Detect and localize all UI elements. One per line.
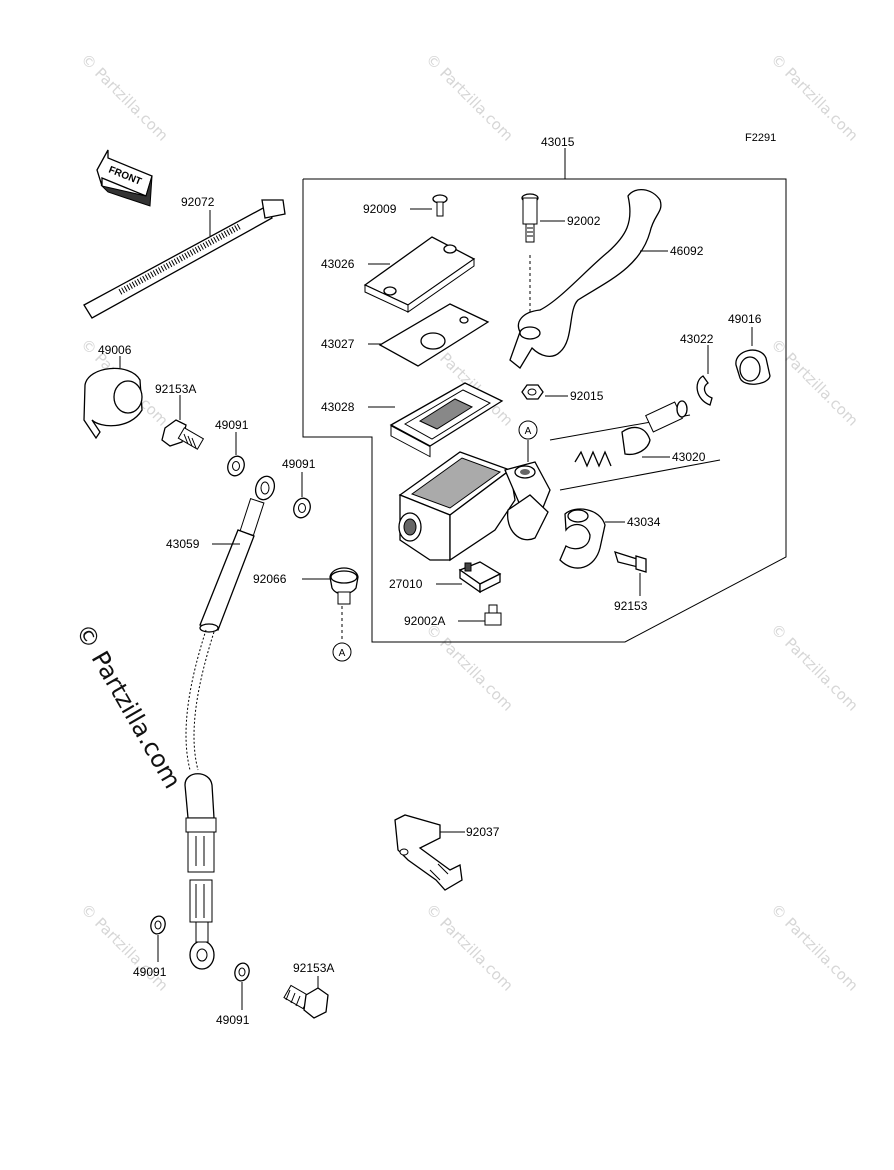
switch-screw xyxy=(458,604,502,626)
label-49091-d[interactable]: 49091 xyxy=(216,1013,250,1027)
label-49091-b[interactable]: 49091 xyxy=(282,457,316,471)
bleeder-cap xyxy=(302,567,359,605)
master-cylinder-assembly-outline xyxy=(302,148,787,643)
label-92015[interactable]: 92015 xyxy=(570,389,604,403)
diaphragm xyxy=(368,382,504,458)
label-43015[interactable]: 43015 xyxy=(541,135,575,149)
clamp-bolt xyxy=(614,551,647,596)
screw-92009 xyxy=(410,194,448,217)
label-92037[interactable]: 92037 xyxy=(466,825,500,839)
label-43027[interactable]: 43027 xyxy=(321,337,355,351)
piston-spring-set xyxy=(549,400,721,491)
label-43022[interactable]: 43022 xyxy=(680,332,714,346)
reservoir-cap xyxy=(363,236,476,313)
label-46092[interactable]: 46092 xyxy=(670,244,704,258)
label-92153A-top[interactable]: 92153A xyxy=(155,382,196,396)
watermark: © Partzilla.com xyxy=(77,50,172,145)
watermark: © Partzilla.com xyxy=(767,620,862,715)
watermark-large: © Partzilla.com xyxy=(70,619,187,793)
label-49091-c[interactable]: 49091 xyxy=(133,965,167,979)
washer-c xyxy=(150,915,166,962)
label-27010[interactable]: 27010 xyxy=(389,577,423,591)
pivot-nut xyxy=(521,384,568,400)
label-49006[interactable]: 49006 xyxy=(98,343,132,357)
watermark: © Partzilla.com xyxy=(422,620,517,715)
dust-boot xyxy=(735,327,771,385)
label-92002[interactable]: 92002 xyxy=(567,214,601,228)
banjo-cover xyxy=(83,356,143,440)
label-43059[interactable]: 43059 xyxy=(166,537,200,551)
hose-bracket xyxy=(394,814,465,891)
label-49016[interactable]: 49016 xyxy=(728,312,762,326)
label-49091-a[interactable]: 49091 xyxy=(215,418,249,432)
label-92002A[interactable]: 92002A xyxy=(404,614,445,628)
master-cylinder-body xyxy=(398,440,551,562)
label-43026[interactable]: 43026 xyxy=(321,257,355,271)
figure-code: F2291 xyxy=(745,132,776,144)
brake-light-switch xyxy=(436,561,502,594)
watermark: © Partzilla.com xyxy=(767,335,862,430)
cable-tie xyxy=(83,199,286,319)
label-92153A-bottom[interactable]: 92153A xyxy=(293,961,334,975)
ref-marker-label: A xyxy=(525,426,532,437)
washer-d xyxy=(234,962,250,1010)
ref-marker-top: A xyxy=(518,420,538,440)
watermark: © Partzilla.com xyxy=(422,900,517,995)
watermark: © Partzilla.com xyxy=(422,50,517,145)
reservoir-plate xyxy=(368,303,490,367)
watermark: © Partzilla.com xyxy=(767,900,862,995)
washer-b xyxy=(293,472,311,519)
label-92153[interactable]: 92153 xyxy=(614,599,648,613)
label-92066[interactable]: 92066 xyxy=(253,572,287,586)
label-43020[interactable]: 43020 xyxy=(672,450,706,464)
brake-lever xyxy=(509,189,668,369)
banjo-bolt-bottom xyxy=(283,976,329,1019)
brake-hose xyxy=(184,475,276,970)
part-labels: 43015 92072 92009 92002 46092 43026 4901… xyxy=(98,135,762,1027)
label-43034[interactable]: 43034 xyxy=(627,515,661,529)
front-arrow-icon: FRONT xyxy=(96,149,153,207)
banjo-bolt-top xyxy=(161,395,205,450)
ref-marker-bottom: A xyxy=(332,606,352,662)
circlip xyxy=(696,345,713,406)
label-43028[interactable]: 43028 xyxy=(321,400,355,414)
ref-marker-label: A xyxy=(339,648,346,659)
washer-a xyxy=(227,432,245,477)
handlebar-clamp xyxy=(559,508,625,569)
watermark: © Partzilla.com xyxy=(767,50,862,145)
label-92072[interactable]: 92072 xyxy=(181,195,215,209)
pivot-bolt xyxy=(521,193,565,318)
label-92009[interactable]: 92009 xyxy=(363,202,397,216)
